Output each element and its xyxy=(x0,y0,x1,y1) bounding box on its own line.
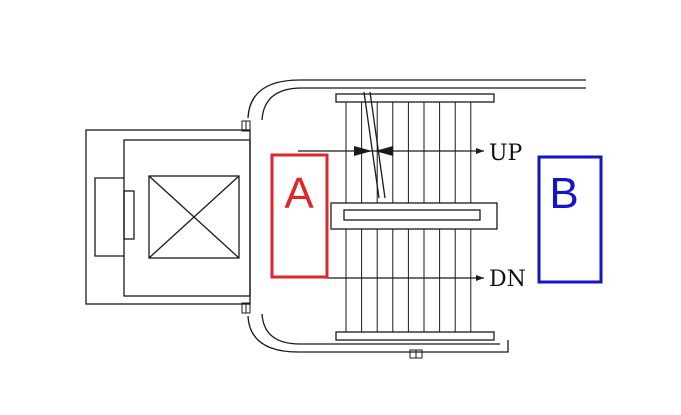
elevator-door xyxy=(123,190,135,240)
elevator-door-recess xyxy=(94,177,124,257)
stair-center-handrail xyxy=(330,202,498,230)
up-label: UP xyxy=(489,141,523,166)
stair-handrail-top xyxy=(247,79,586,121)
stair-bottom-nosing xyxy=(335,331,495,341)
elevator-shaft xyxy=(85,129,251,305)
elevator-car-icon xyxy=(148,175,240,259)
elevator-outer-wall xyxy=(85,129,251,305)
stair-treads xyxy=(345,102,472,332)
stair-break-line xyxy=(363,91,386,199)
down-label: DN xyxy=(489,267,526,292)
up-direction-arrow xyxy=(298,146,484,156)
zone-b-label: B xyxy=(549,169,578,218)
zone-a-label: A xyxy=(284,169,314,218)
stair-top-nosing xyxy=(335,93,495,103)
stair-handrail-bottom xyxy=(247,313,509,353)
zone-a-marker: A xyxy=(270,153,329,279)
elevator-car-frame xyxy=(123,139,251,297)
zone-a-box xyxy=(270,153,329,279)
column-marker-lower xyxy=(409,349,423,359)
zone-b-box xyxy=(537,155,603,284)
column-marker-top xyxy=(241,120,251,132)
column-marker-bottom xyxy=(241,302,251,314)
zone-b-marker: B xyxy=(537,155,603,284)
down-direction-arrow xyxy=(324,275,484,281)
